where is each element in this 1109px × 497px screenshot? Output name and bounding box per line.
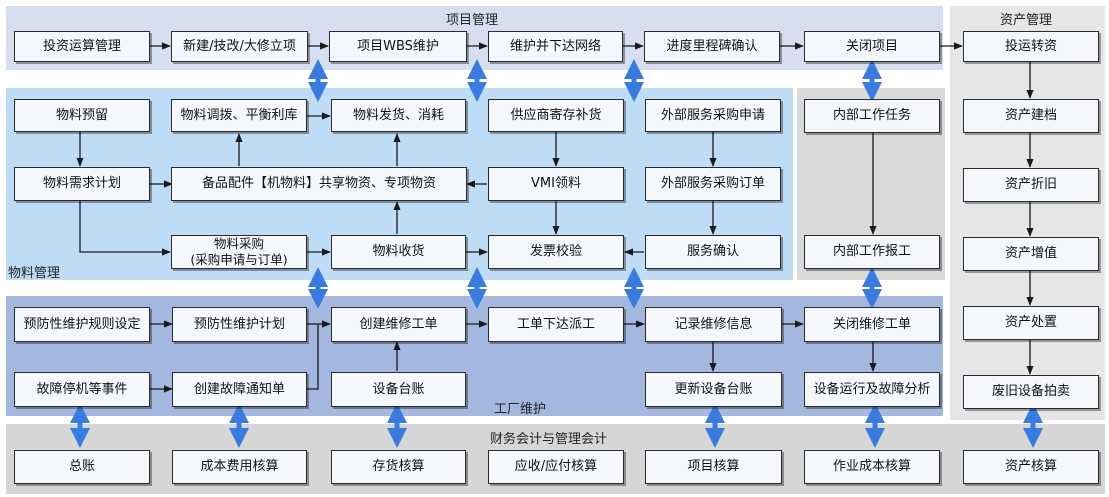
material-issue-node: 物料发货、消耗 [331,99,466,132]
wbs-maintenance-node: 项目WBS维护 [329,31,467,62]
milestone-confirm-node: 进度里程碑确认 [644,31,780,62]
general-ledger-node: 总账 [14,450,150,484]
downtime-events-node: 故障停机等事件 [14,372,150,407]
spare-parts-node: 备品配件【机物料】共享物资、专项物资 [171,167,467,201]
asset-disposal-node: 资产处置 [963,306,1099,340]
material-requirement-plan-node: 物料需求计划 [14,167,150,201]
scrap-auction-node: 废旧设备拍卖 [963,375,1099,409]
consignment-replenish-node: 供应商寄存补货 [488,99,624,132]
plant-zone [6,296,943,416]
network-release-node: 维护并下达网络 [488,31,623,62]
material-reservation-node: 物料预留 [14,99,150,132]
material-transfer-node: 物料调拨、平衡利库 [171,99,307,132]
close-project-node: 关闭项目 [804,31,940,62]
investment-budget-node: 投资运算管理 [14,31,150,62]
invoice-verification-node: 发票校验 [488,235,624,269]
fault-notification-node: 创建故障通知单 [172,372,307,407]
internal-report-node: 内部工作报工 [804,235,940,269]
asset-capitalize-node: 投运转资 [963,31,1099,62]
asset-appreciation-node: 资产增值 [963,237,1099,271]
operation-fault-analysis-node: 设备运行及故障分析 [804,372,940,407]
external-service-request-node: 外部服务采购申请 [645,99,781,132]
update-ledger-node: 更新设备台账 [645,372,782,407]
finance-zone-title: 财务会计与管理会计 [490,432,608,447]
close-work-order-node: 关闭维修工单 [804,307,940,342]
material-zone-title: 物料管理 [8,266,61,281]
equipment-ledger-node: 设备台账 [331,372,466,407]
goods-receipt-node: 物料收货 [331,235,466,269]
activity-costing-node: 作业成本核算 [804,450,940,484]
project-setup-node: 新建/技改/大修立项 [171,31,308,62]
material-purchase-subtitle: (采购申请与订单) [190,252,288,267]
project-zone-title: 项目管理 [446,13,499,28]
internal-task-node: 内部工作任务 [804,99,940,133]
create-work-order-node: 创建维修工单 [331,307,466,342]
material-purchase-title: 物料采购 [213,236,264,251]
material-purchase-node: 物料采购 (采购申请与订单) [171,235,307,269]
pm-rules-node: 预防性维护规则设定 [14,307,150,342]
plant-zone-title: 工厂维护 [494,402,547,417]
record-maintenance-node: 记录维修信息 [645,307,782,342]
asset-accounting-node: 资产核算 [963,450,1099,484]
vmi-picking-node: VMI领料 [488,167,624,201]
asset-depreciation-node: 资产折旧 [963,168,1099,202]
project-accounting-node: 项目核算 [645,450,782,484]
external-service-po-node: 外部服务采购订单 [645,167,781,201]
service-confirmation-node: 服务确认 [645,235,781,269]
dispatch-work-order-node: 工单下达派工 [488,307,624,342]
ar-ap-accounting-node: 应收/应付核算 [488,450,624,484]
asset-zone-title: 资产管理 [1000,13,1053,28]
asset-record-node: 资产建档 [963,99,1099,133]
asset-zone [950,6,1105,420]
pm-plan-node: 预防性维护计划 [172,307,307,342]
cost-accounting-node: 成本费用核算 [172,450,307,484]
inventory-accounting-node: 存货核算 [331,450,466,484]
